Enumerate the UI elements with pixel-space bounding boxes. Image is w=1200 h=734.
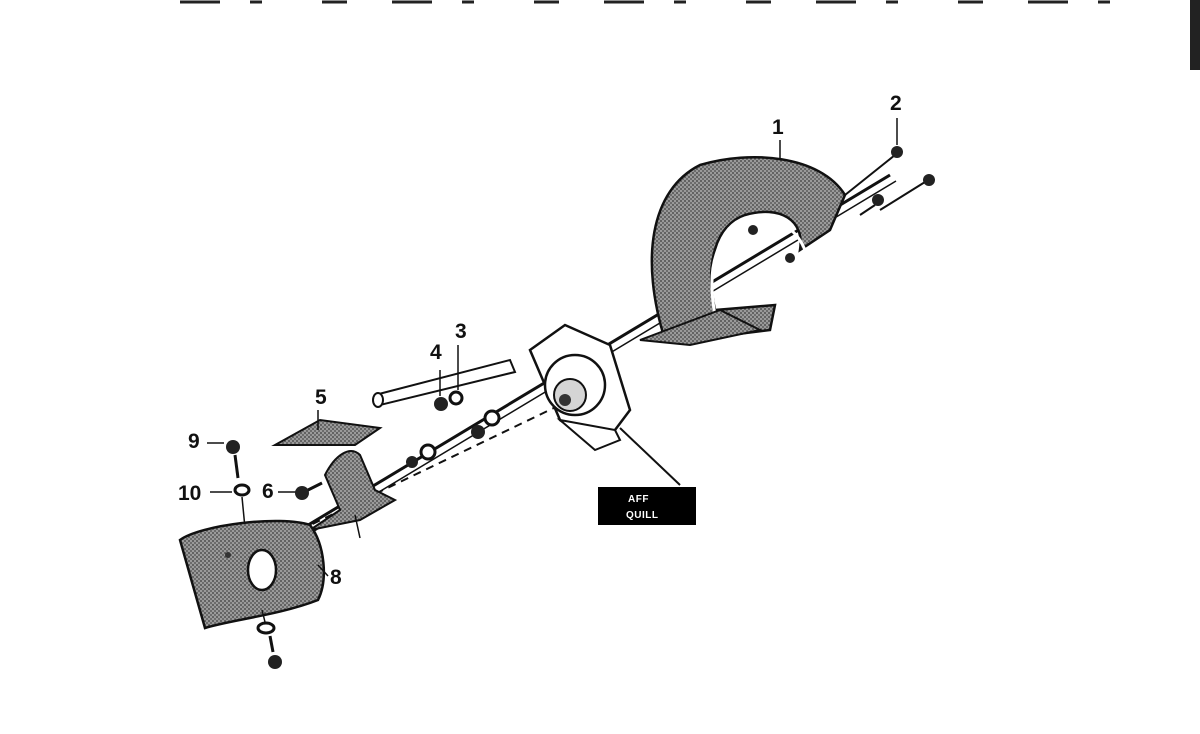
callout-labels: 1 2 3 4 5 6 8 9 10 bbox=[178, 92, 902, 589]
callout-5: 5 bbox=[315, 386, 327, 409]
bolt-9-washer-10 bbox=[207, 440, 251, 529]
callout-1: 1 bbox=[772, 116, 784, 139]
callout-leaders bbox=[317, 118, 898, 577]
callout-4: 4 bbox=[430, 341, 442, 364]
shaft-washers bbox=[406, 409, 501, 468]
pivot-pin bbox=[372, 345, 517, 411]
bottom-fasteners bbox=[256, 609, 282, 669]
motor-bracket bbox=[528, 323, 632, 452]
callout-9: 9 bbox=[188, 430, 200, 453]
lower-bracket bbox=[271, 410, 398, 539]
callout-10: 10 bbox=[178, 482, 201, 505]
guard-screws bbox=[844, 146, 935, 216]
scan-artifact-top bbox=[180, 0, 1200, 70]
badge-leader bbox=[619, 427, 681, 486]
callout-8: 8 bbox=[330, 566, 342, 589]
quill-badge: AFF QUILL bbox=[598, 487, 696, 525]
bolt-6 bbox=[278, 481, 323, 500]
badge-line1: AFF bbox=[628, 494, 649, 505]
upper-blade-guard bbox=[639, 156, 847, 347]
lower-blade-guard bbox=[178, 519, 326, 630]
callout-2: 2 bbox=[890, 92, 902, 115]
badge-line2: QUILL bbox=[626, 510, 659, 521]
callout-3: 3 bbox=[455, 320, 467, 343]
callout-6: 6 bbox=[262, 480, 274, 503]
